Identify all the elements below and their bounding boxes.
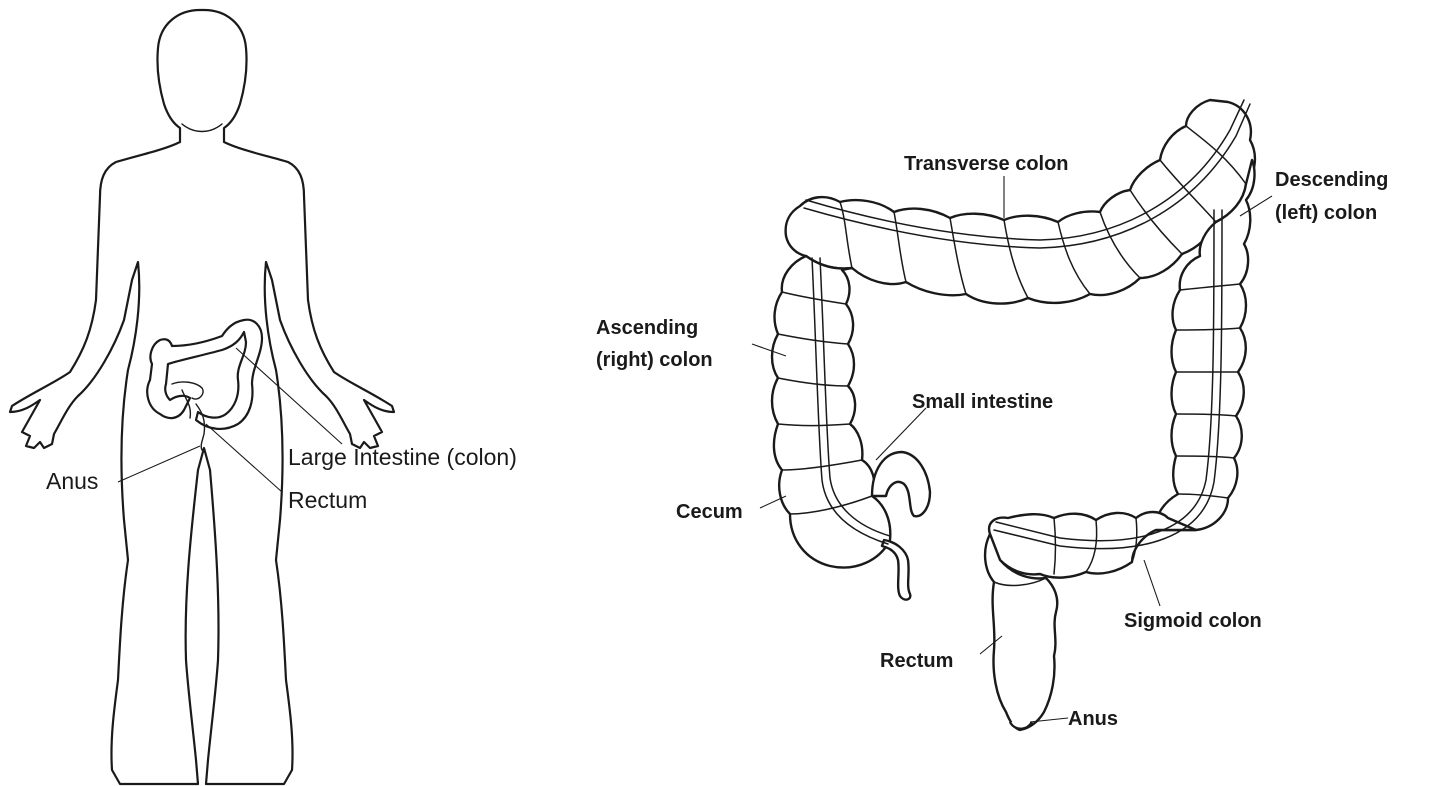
sigmoid-colon (989, 512, 1196, 578)
label-ascending-colon-line1: Ascending (596, 317, 698, 339)
label-large-intestine: Large Intestine (colon) (288, 444, 517, 470)
ascending-colon (772, 256, 890, 568)
label-sigmoid-colon: Sigmoid colon (1124, 610, 1262, 632)
label-cecum: Cecum (676, 501, 743, 523)
human-body-figure: Large Intestine (colon) Rectum Anus (10, 10, 517, 784)
label-small-intestine: Small intestine (912, 391, 1053, 413)
appendix (882, 540, 910, 600)
body-silhouette (10, 10, 394, 784)
label-anus-body: Anus (46, 468, 98, 494)
label-rectum-colon: Rectum (880, 650, 953, 672)
label-transverse-colon: Transverse colon (904, 153, 1069, 175)
label-ascending-colon-line2: (right) colon (596, 349, 713, 371)
label-descending-colon-line2: (left) colon (1275, 202, 1377, 224)
colon-anatomy-figure: Transverse colon Descending (left) colon… (596, 100, 1388, 730)
label-rectum-body: Rectum (288, 487, 367, 513)
label-anus-colon: Anus (1068, 708, 1118, 730)
label-descending-colon-line1: Descending (1275, 169, 1388, 191)
